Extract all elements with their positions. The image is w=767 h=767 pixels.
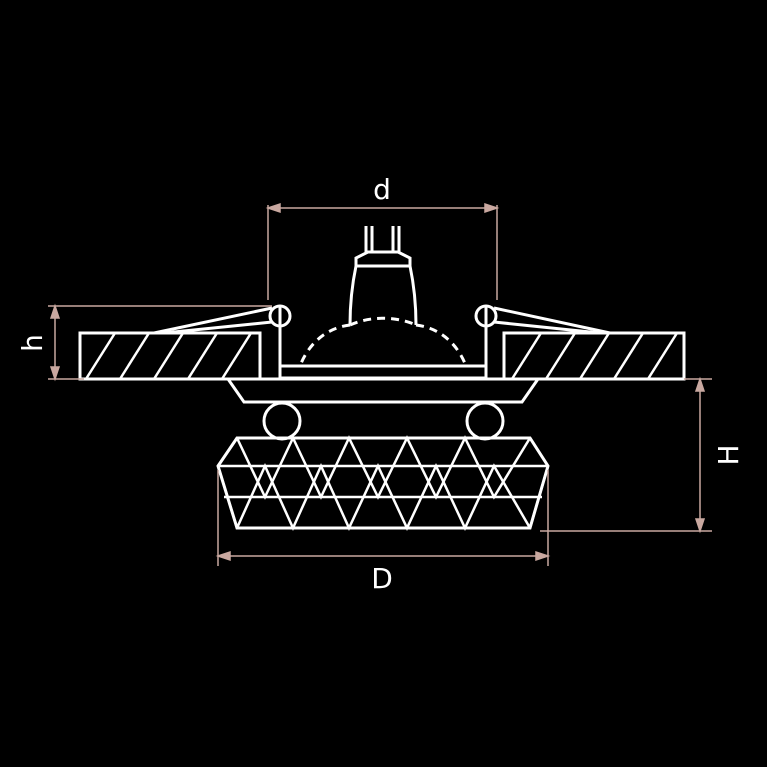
dim-label-h: h [16, 334, 49, 352]
spring-clip-left [153, 304, 292, 370]
dim-label-d: d [373, 173, 391, 206]
dim-label-H: H [712, 444, 745, 465]
dim-d-arrow-left [265, 202, 281, 214]
dim-H-arrow-top [694, 376, 706, 392]
dim-label-D: D [371, 562, 393, 595]
fixture-frame [225, 364, 541, 404]
lamp-bulb [298, 226, 468, 367]
dim-D-arrow-left [215, 550, 231, 562]
dimension-lines [48, 202, 712, 566]
spring-clip-right [474, 304, 611, 370]
dim-H-arrow-bottom [694, 518, 706, 534]
crystal-diffuser [216, 435, 550, 532]
dim-D-arrow-right [535, 550, 551, 562]
dim-d-arrow-right [484, 202, 500, 214]
ceiling-panel-right [502, 331, 686, 381]
dim-h-arrow-top [49, 303, 61, 319]
dim-h-arrow-bottom [49, 366, 61, 382]
